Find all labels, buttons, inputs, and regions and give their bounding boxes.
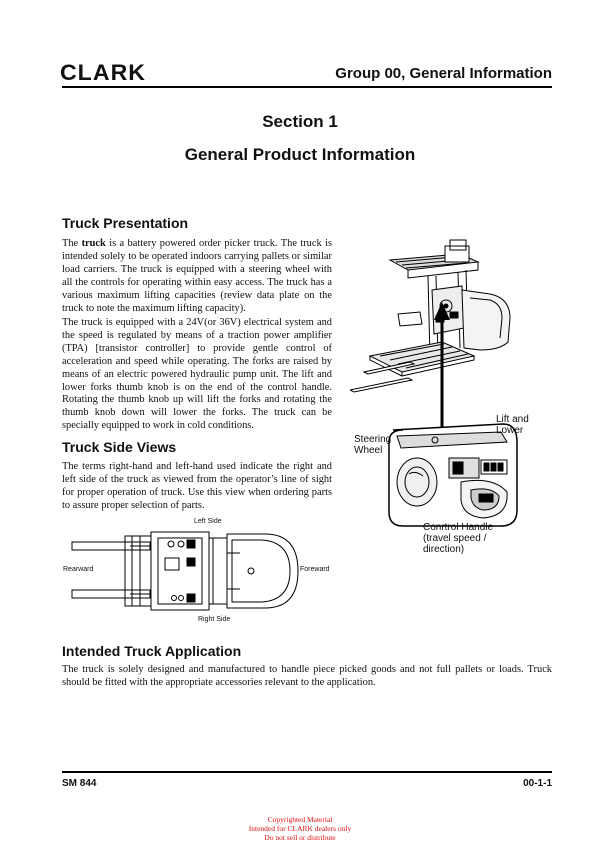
control-console-closeup [388, 423, 518, 527]
left-side-label: Left Side [194, 518, 222, 525]
control-handle-label: Conrtrol Handle(travel speed /direction) [423, 522, 494, 555]
truck-body [226, 533, 299, 609]
application-paragraph: The truck is solely designed and manufac… [62, 664, 552, 688]
section-title: Section 1 [262, 112, 338, 131]
header-rule [62, 86, 552, 88]
section-subtitle: General Product Information [184, 145, 416, 164]
group-title: Group 00, General Information [335, 65, 552, 82]
footer-page-number: 00-1-1 [523, 778, 552, 789]
footer-manual-number: SM 844 [62, 778, 97, 789]
operator-platform [150, 531, 210, 611]
side-views-paragraph: The terms right-hand and left-hand used … [62, 461, 332, 511]
footer-rule [62, 771, 552, 773]
right-side-label: Right Side [198, 616, 231, 623]
copyright-notice: Copyrighted Material Intended for CLARK … [248, 815, 352, 842]
clark-logo: CLARK [59, 60, 147, 85]
order-picker-truck-illustration [350, 239, 511, 393]
rearward-label: Rearward [63, 566, 94, 573]
application-heading: Intended Truck Application [62, 643, 242, 659]
truck-presentation-p2: The truck is equipped with a 24V(or 36V)… [62, 317, 332, 432]
truck-presentation-heading: Truck Presentation [62, 215, 189, 231]
truck-top-view-diagram [71, 531, 299, 611]
steering-wheel-icon [396, 457, 438, 507]
side-views-heading: Truck Side Views [62, 439, 177, 455]
foreward-label: Foreward [300, 566, 330, 573]
truck-presentation-p1: The truck is a battery powered order pic… [62, 238, 332, 314]
callout-arrow [434, 302, 450, 428]
